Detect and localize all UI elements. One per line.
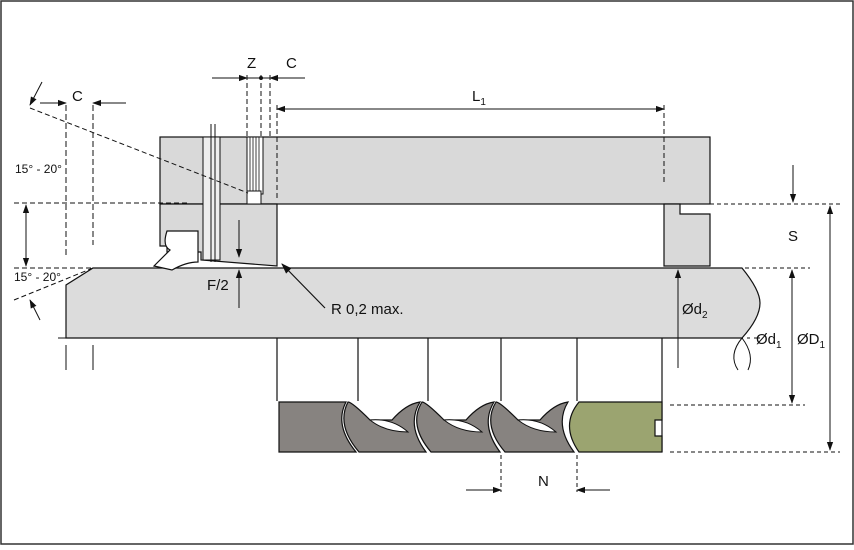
v-ring-3-lip [442,419,484,433]
label-z: Z [247,55,256,72]
radius-leader [281,263,326,309]
v-ring-1 [278,401,358,453]
angle-arrow-bottom [29,299,41,321]
angle-arrow-top [29,81,43,106]
label-n: N [538,473,549,490]
wiper-seal [152,230,199,271]
adapter-ring [568,401,663,453]
label-radius: R 0,2 max. [331,301,404,318]
label-l1: L1 [472,88,486,108]
label-c-left: C [72,88,83,105]
dim-z-dot [259,76,263,80]
groove-section [246,136,264,195]
label-d2: Ød2 [682,301,708,321]
label-angle-top: 15° - 20° [15,162,62,176]
v-ring-2-lip [368,419,410,433]
dash-line [29,107,249,194]
dash-line [13,267,94,301]
label-angle-bottom: 15° - 20° [14,270,61,284]
seal-stack-outline [276,338,663,452]
housing-right-wall [663,203,711,267]
shaft-body [65,267,761,339]
label-d1: Ød1 [756,331,782,351]
shaft-break [733,337,751,371]
label-D1: ØD1 [797,331,826,351]
label-s: S [788,228,798,245]
label-c-top: C [286,55,297,72]
housing-top [159,136,711,205]
v-ring-4-lip [516,419,558,433]
label-f2: F/2 [207,277,229,294]
chamfer-notch [246,190,262,205]
